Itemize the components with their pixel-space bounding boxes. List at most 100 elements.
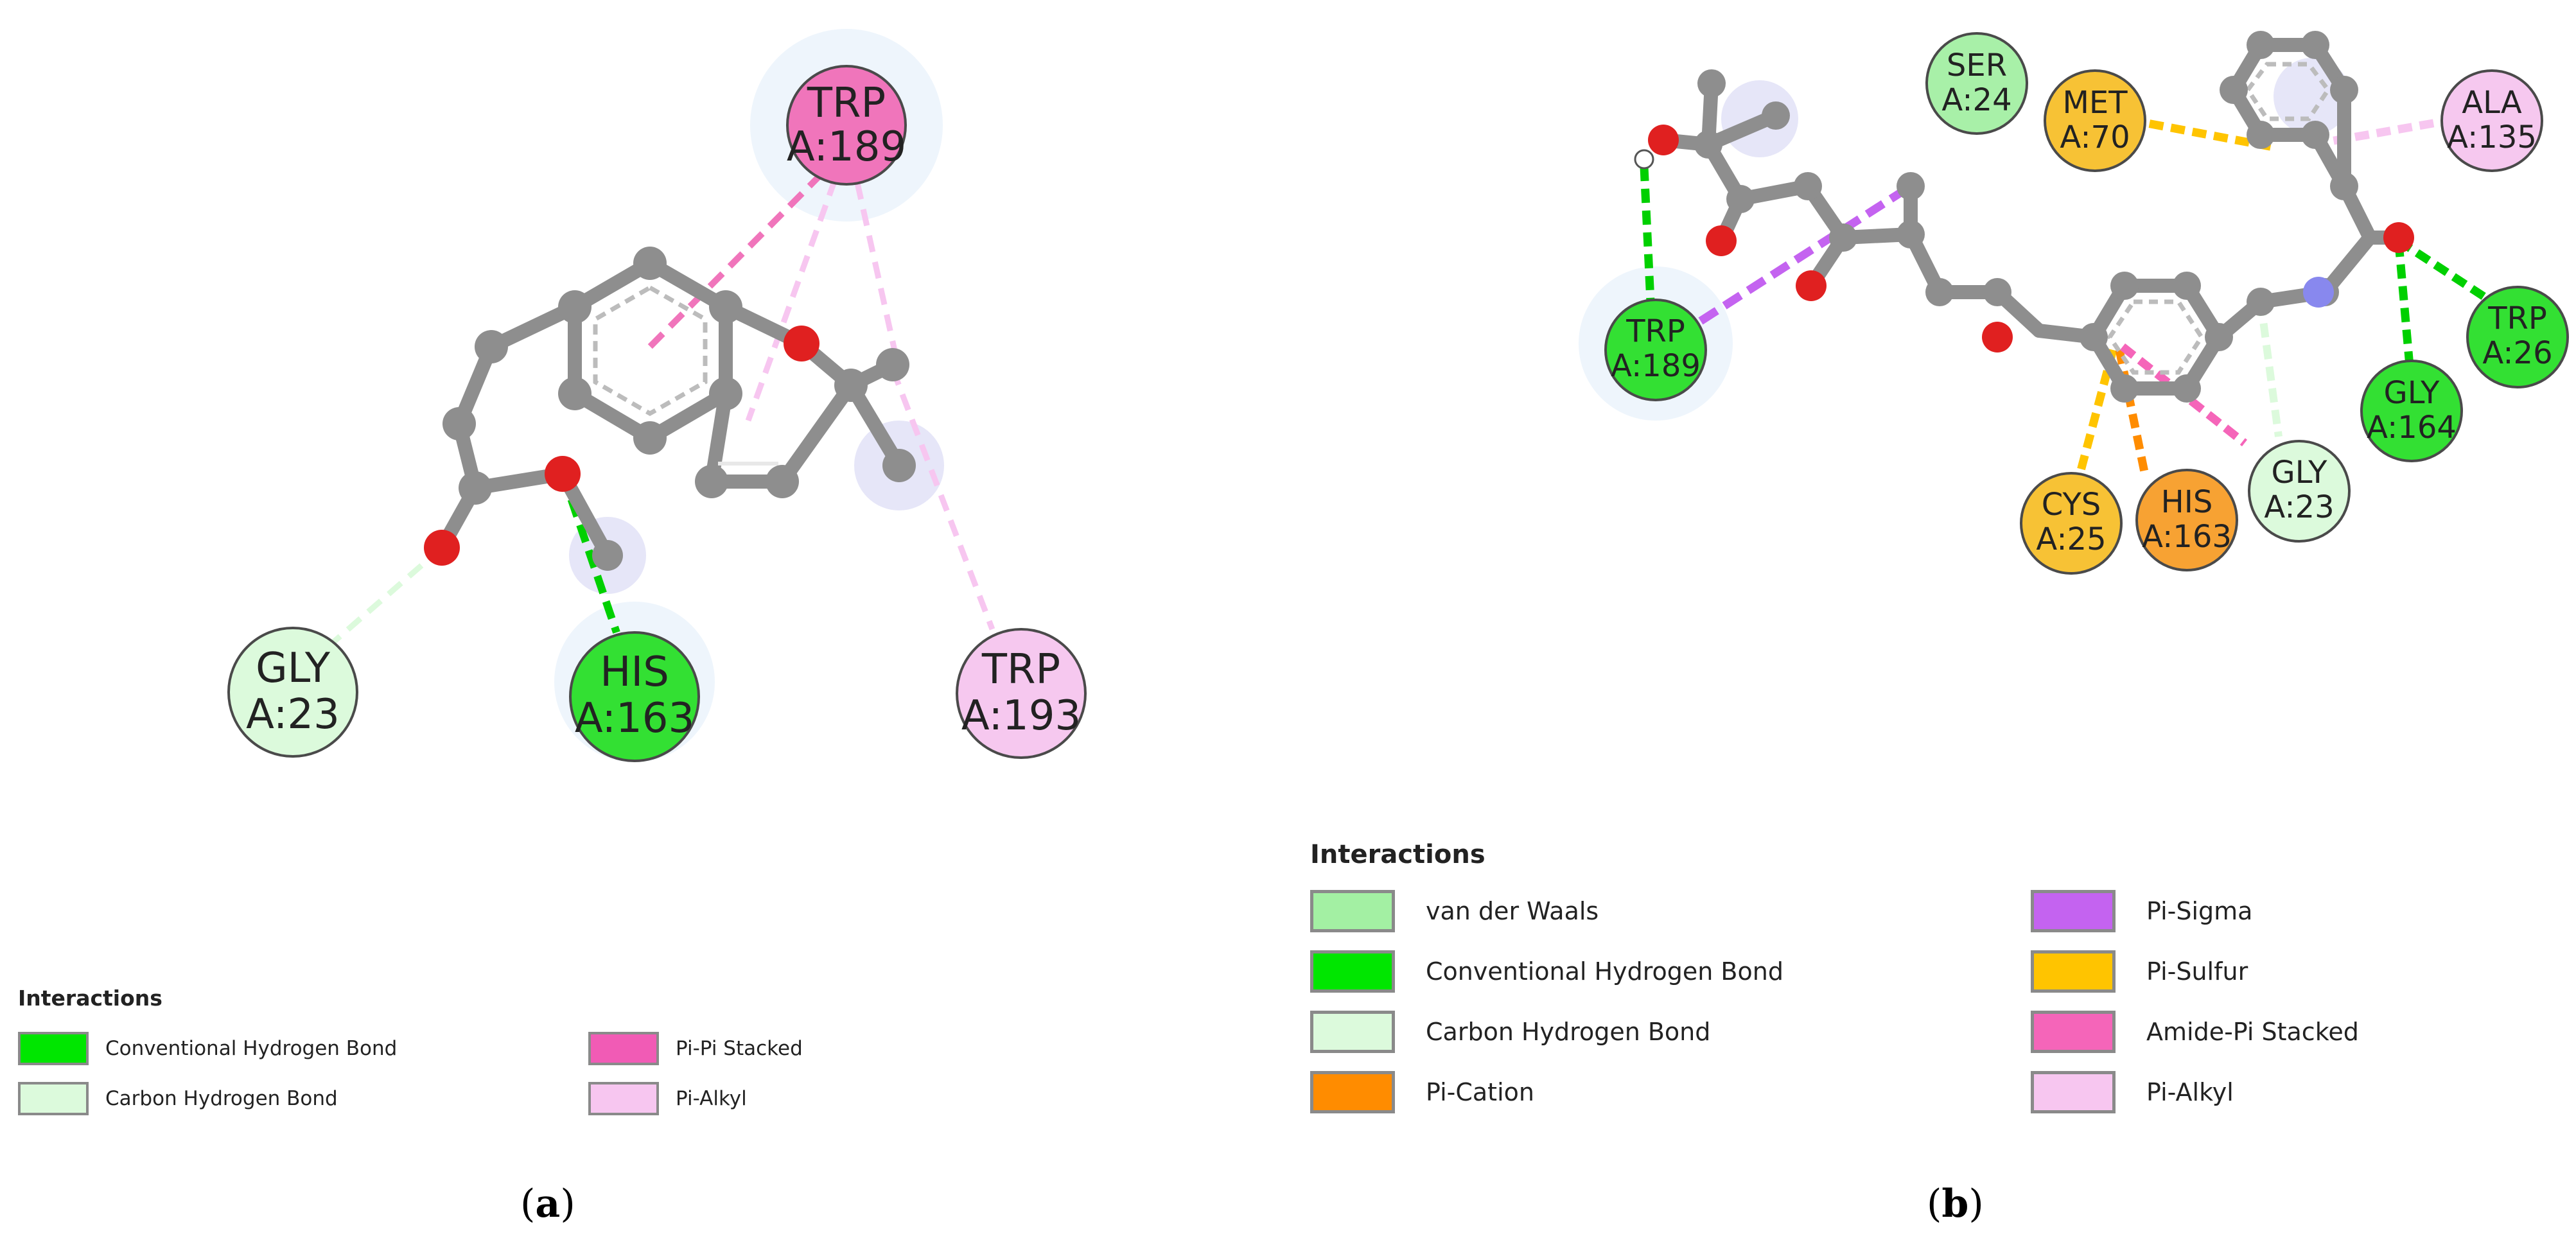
residue-gly23-a: GLY A:23 [227,627,358,758]
residue-id: A:23 [2264,489,2334,525]
residue-met70-b: MET A:70 [2044,69,2146,172]
legend-label: Pi-Sulfur [2146,957,2248,986]
panel-label-letter: b [1941,1181,1969,1226]
residue-gly164-b: GLY A:164 [2360,360,2463,462]
residue-his163-b: HIS A:163 [2135,469,2238,571]
legend-swatch [18,1082,89,1115]
legend-swatch [1310,1011,1395,1053]
residue-name: TRP [981,646,1060,693]
legend-swatch [588,1082,659,1115]
legend-label: Pi-Pi Stacked [676,1037,803,1060]
legend-label: Conventional Hydrogen Bond [1426,957,1783,986]
panel-b-diagram: SER A:24 MET A:70 ALA A:135 TRP A:189 TR… [1579,31,2569,575]
residue-trp189-a: TRP A:189 [786,65,907,186]
legend-swatch [588,1032,659,1065]
legend-label: Pi-Sigma [2146,897,2253,925]
residue-trp26-b: TRP A:26 [2466,286,2569,388]
legend-item: Pi-Sigma [2031,890,2252,932]
residue-id: A:163 [575,695,694,742]
residue-name: TRP [1625,313,1685,349]
legend-item: Pi-Sulfur [2031,950,2248,993]
residue-name: CYS [2042,487,2101,523]
legend-label: Pi-Alkyl [676,1087,747,1110]
residue-gly23-b: GLY A:23 [2248,440,2351,543]
residue-name: TRP [2487,300,2547,336]
legend-item: Conventional Hydrogen Bond [18,1032,397,1065]
legend-item: Amide-Pi Stacked [2031,1011,2359,1053]
legend-item: Carbon Hydrogen Bond [1310,1011,1710,1053]
legend-title: Interactions [1310,840,1485,869]
interaction-line-pi-sigma-trp189 [1698,182,1913,325]
interaction-line-h-bond-trp26 [2396,237,2494,306]
residue-name: GLY [2272,455,2328,491]
legend-label: Pi-Cation [1426,1078,1534,1106]
legend-swatch [18,1032,89,1065]
residue-id: A:24 [1941,82,2011,118]
interaction-line-carbon-h-gly23 [2257,301,2282,437]
legend-swatch [2031,950,2116,993]
panel-a-diagram: TRP A:189 GLY A:23 HIS A:163 TRP A:193 [227,29,1087,762]
legend-panel-a: Interactions Conventional Hydrogen Bond … [18,986,853,1127]
legend-title: Interactions [18,986,162,1011]
interaction-line-h-bond-gly164 [2394,242,2414,367]
legend-item: Carbon Hydrogen Bond [18,1082,338,1115]
residue-cys25-b: CYS A:25 [2020,472,2123,575]
panel-label-b: (b) [1927,1181,1984,1226]
residue-name: SER [1947,48,2007,83]
legend-swatch [2031,1071,2116,1113]
residue-trp189-b: TRP A:189 [1604,299,1707,401]
interaction-line-pi-alkyl-trp189-2 [854,182,899,357]
legend-panel-b: Interactions van der Waals Conventional … [1310,840,2530,1135]
residue-id: A:189 [787,123,906,171]
legend-label: van der Waals [1426,897,1599,925]
residue-id: A:25 [2036,521,2106,557]
aromatic-ring-a [593,284,708,417]
residue-id: A:26 [2482,335,2552,371]
legend-swatch [2031,890,2116,932]
residue-id: A:135 [2447,119,2537,155]
interaction-line-carbon-h-gly23 [326,545,444,650]
legend-swatch [1310,950,1395,993]
molecule-a-bonds [435,255,906,562]
residue-name: TRP [807,80,886,127]
interaction-line-pi-alkyl-trp193 [889,368,995,631]
residue-id: A:164 [2367,410,2457,446]
interaction-line-h-bond-trp189 [1640,166,1655,302]
residue-ala135-b: ALA A:135 [2440,69,2543,172]
residue-name: HIS [2161,484,2213,520]
legend-label: Carbon Hydrogen Bond [1426,1018,1711,1046]
residue-trp193-a: TRP A:193 [956,628,1087,759]
legend-swatch [1310,890,1395,932]
legend-label: Conventional Hydrogen Bond [105,1037,398,1060]
residue-name: GLY [2384,375,2440,411]
legend-label: Pi-Alkyl [2146,1078,2234,1106]
legend-item: Conventional Hydrogen Bond [1310,950,1783,993]
residue-name: MET [2062,85,2128,121]
molecule-b-atoms [1634,31,2414,403]
residue-name: ALA [2462,85,2522,121]
panel-label-letter: a [535,1181,561,1226]
residue-name: HIS [600,649,669,696]
residue-id: A:189 [1611,348,1701,384]
residue-id: A:70 [2060,119,2130,155]
legend-item: van der Waals [1310,890,1599,932]
panel-label-a: (a) [520,1181,575,1226]
residue-ser24-b: SER A:24 [1925,32,2028,135]
legend-swatch [1310,1071,1395,1113]
residue-id: A:23 [246,691,340,738]
residue-id: A:193 [961,692,1081,740]
molecule-a-atoms [424,247,916,571]
aromatic-ring-b-1 [2107,299,2205,375]
legend-item: Pi-Alkyl [2031,1071,2234,1113]
residue-name: GLY [256,645,331,692]
interaction-line-pi-pi-trp189 [647,171,825,349]
legend-label: Amide-Pi Stacked [2146,1018,2359,1046]
legend-item: Pi-Cation [1310,1071,1534,1113]
legend-label: Carbon Hydrogen Bond [105,1087,338,1110]
interaction-line-pi-alkyl-trp189-1 [745,179,838,422]
legend-swatch [2031,1011,2116,1053]
residue-id: A:163 [2142,519,2232,555]
legend-item: Pi-Alkyl [588,1082,747,1115]
